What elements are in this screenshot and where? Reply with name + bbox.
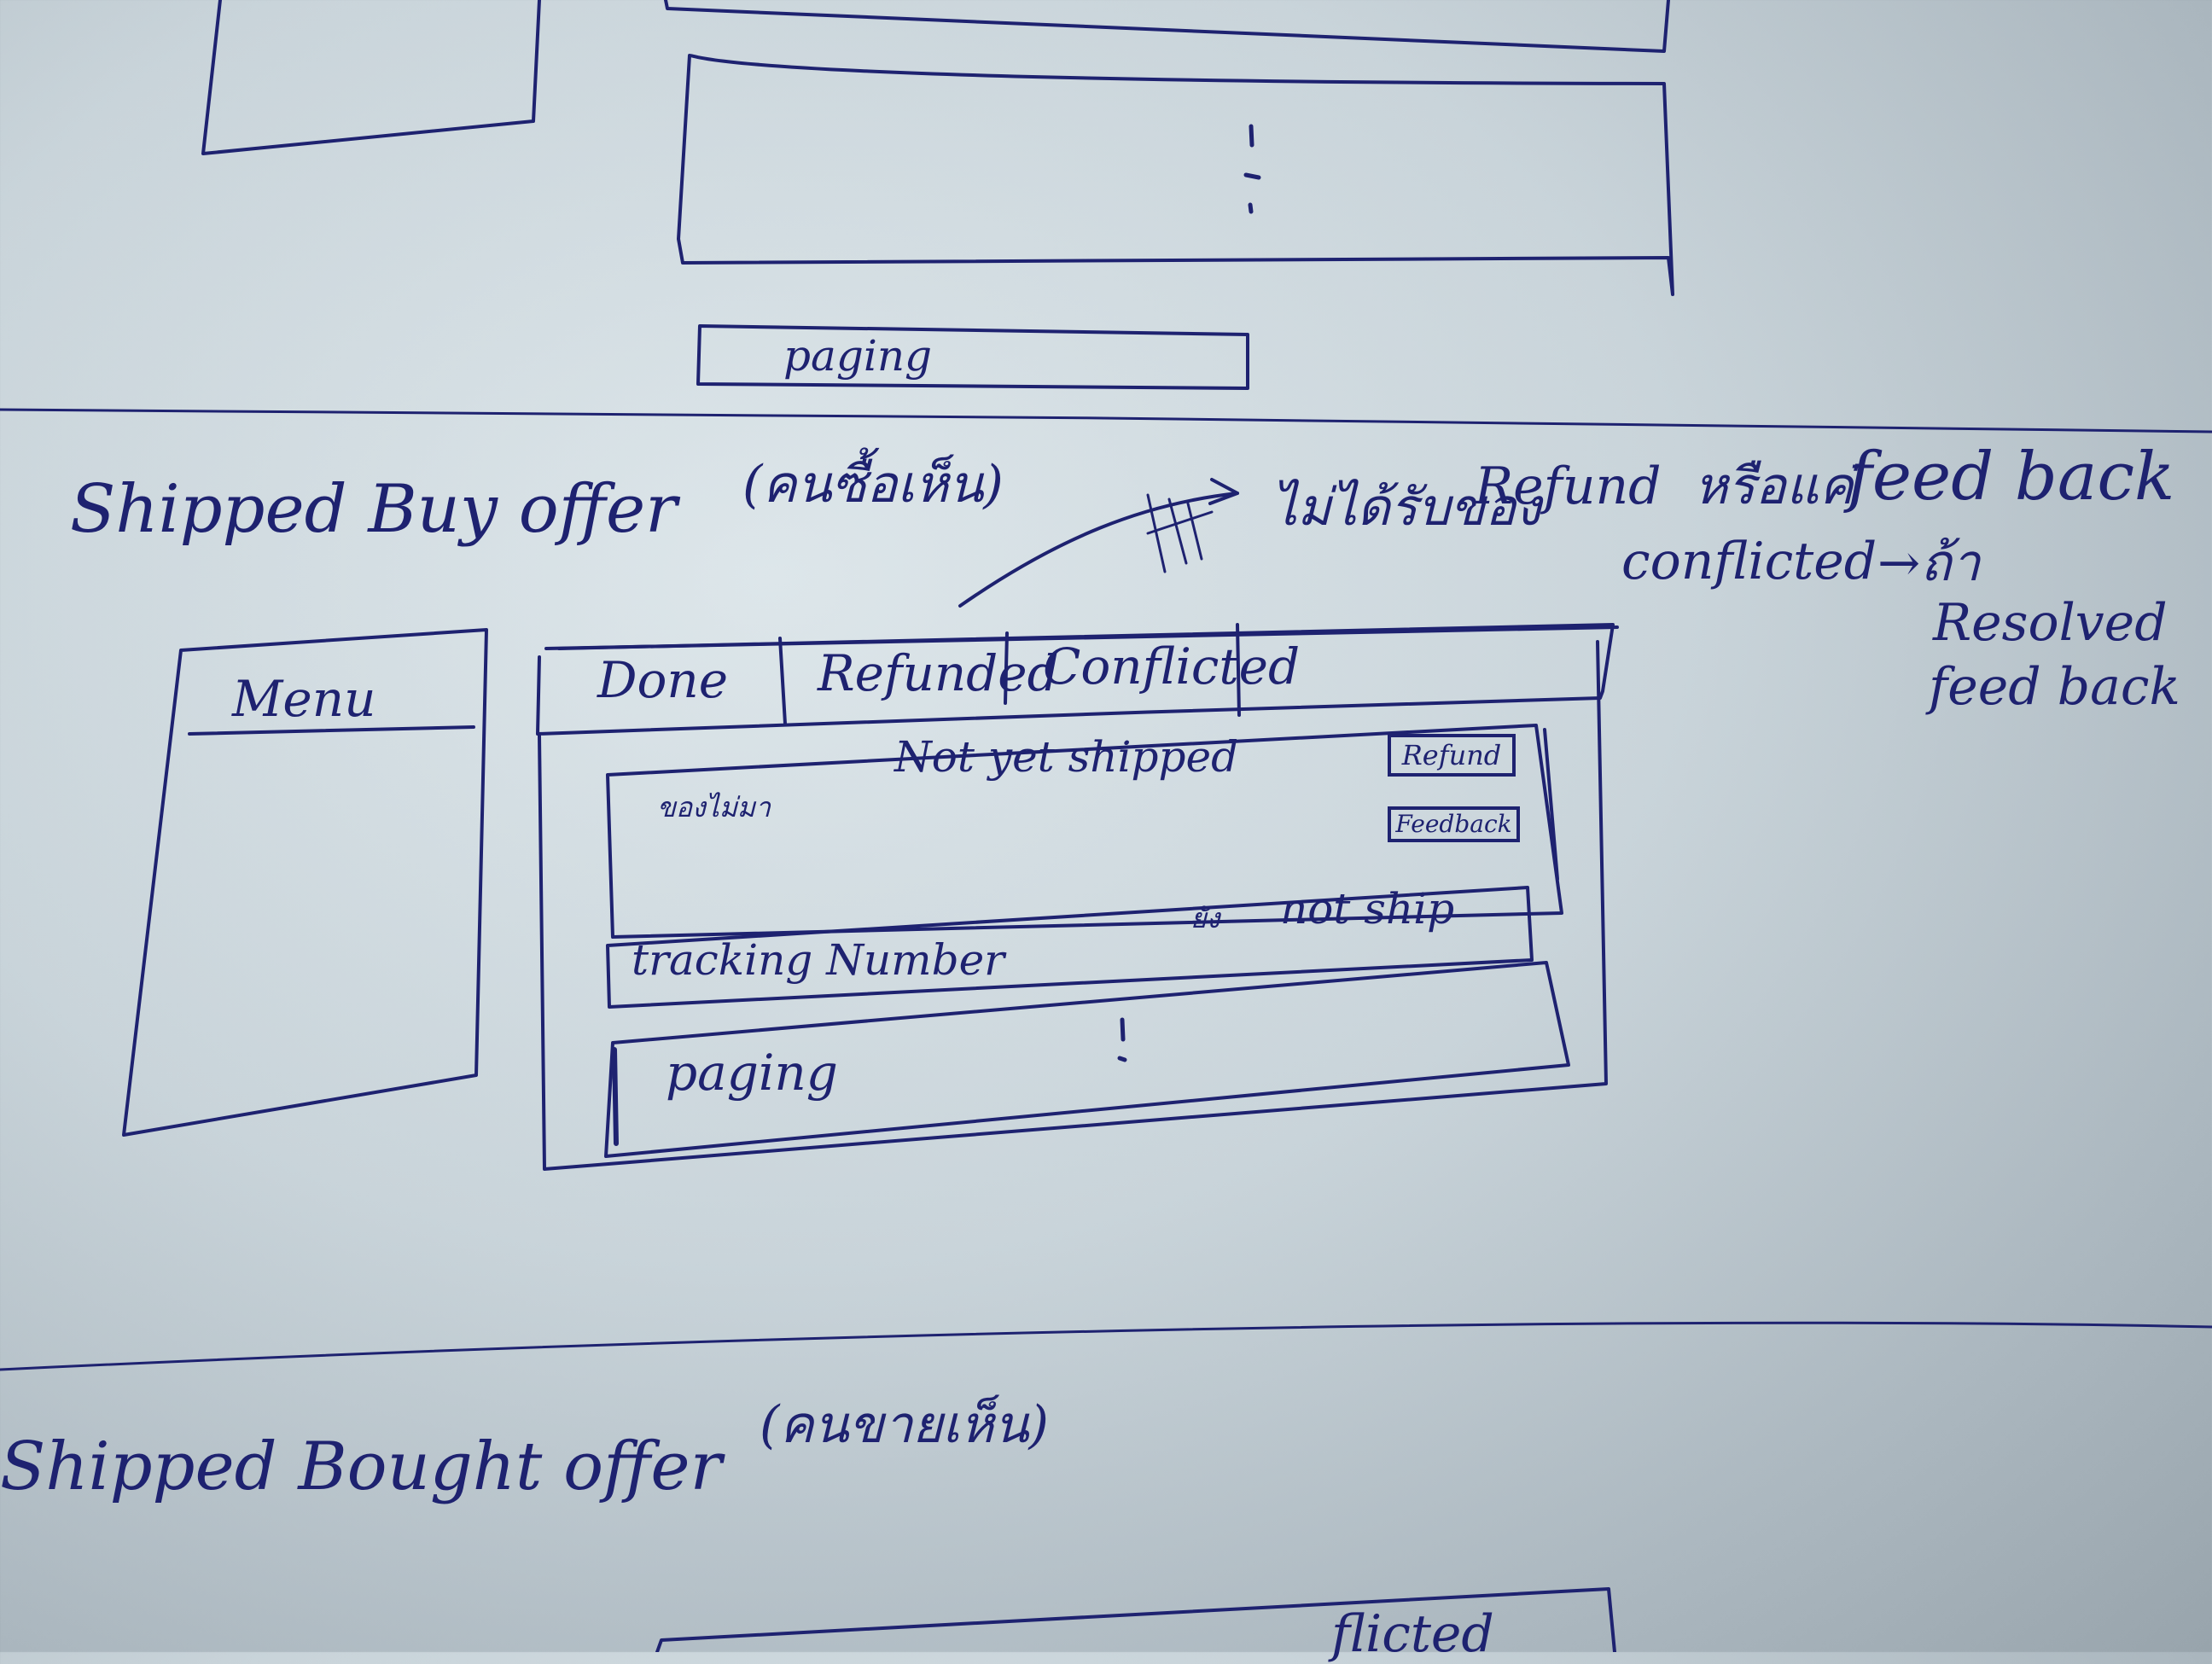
tabs-bar-outline	[536, 623, 1615, 736]
annotation-scribble	[1146, 493, 1214, 573]
annotation-arrow	[958, 492, 1239, 608]
top-wide-box-fragment	[664, 0, 1670, 53]
refund-button-label: Refund	[1401, 739, 1502, 771]
top-left-box	[201, 0, 541, 155]
menu-sidebar-outline	[122, 628, 488, 1137]
section-title-shipped-buy-offer: Shipped Buy offer	[70, 471, 678, 548]
feedback-button-label: Feedback	[1395, 810, 1512, 838]
annotation-if: →ถ้า	[1877, 533, 1981, 593]
section-title-note-buyer: (คนซื้อเห็น)	[742, 455, 1004, 515]
bottom-box-fragment	[655, 1587, 1616, 1652]
not-ship-label: not ship	[1280, 884, 1455, 934]
tab-divider-2	[1004, 631, 1009, 705]
top-content-dots	[1243, 124, 1261, 214]
row1-thai-text: ของไม่มา	[657, 791, 771, 823]
paging-label[interactable]: paging	[666, 1044, 838, 1102]
section-divider-top	[0, 408, 2212, 433]
tab-refunded[interactable]: Refunded	[818, 644, 1059, 702]
section-title-shipped-bought-offer: Shipped Bought offer	[0, 1428, 722, 1505]
row1-status: Not yet shipped	[894, 732, 1239, 782]
annotation-feedback-2: feed back	[1929, 657, 2180, 717]
section-divider-bottom	[0, 1321, 2212, 1371]
annotation-not-received: ไม่ได้รับของ	[1272, 478, 1541, 538]
tracking-row-box	[606, 886, 1534, 1009]
bottom-conflicted-fragment: flicted	[1331, 1604, 1494, 1664]
menu-label[interactable]: Menu	[232, 670, 376, 728]
annotation-refund: Refund	[1475, 457, 1662, 516]
tab-conflicted[interactable]: Conflicted	[1043, 637, 1301, 695]
lower-list-box	[604, 961, 1570, 1158]
tab-done[interactable]: Done	[597, 651, 729, 709]
lower-list-dots	[1117, 1017, 1127, 1062]
annotation-feedback: feed back	[1848, 439, 2175, 515]
section-title-note-seller: (คนขายเห็น)	[760, 1395, 1049, 1455]
feedback-button[interactable]: Feedback	[1388, 806, 1520, 842]
top-content-box	[677, 54, 1674, 296]
tab-divider-3	[1236, 623, 1241, 717]
not-ship-thai: ยัง	[1190, 902, 1220, 934]
top-paging-box	[696, 324, 1249, 390]
main-panel-outline	[538, 640, 1608, 1171]
lower-list-left-edge	[612, 1047, 619, 1146]
tabs-top-line	[544, 625, 1619, 650]
tab-divider-1	[778, 637, 787, 725]
row1-box-right-edge	[1543, 728, 1559, 881]
annotation-resolved: Resolved	[1933, 593, 2168, 653]
annotation-arrow-head	[1208, 478, 1239, 505]
top-paging-label: paging	[783, 331, 933, 381]
tracking-number-label: tracking Number	[632, 935, 1005, 985]
row1-box	[606, 724, 1563, 939]
menu-header-underline	[188, 725, 475, 736]
annotation-or: หรือแค่	[1694, 457, 1854, 516]
annotation-conflicted: conflicted	[1621, 532, 1877, 591]
refund-button[interactable]: Refund	[1388, 734, 1516, 777]
